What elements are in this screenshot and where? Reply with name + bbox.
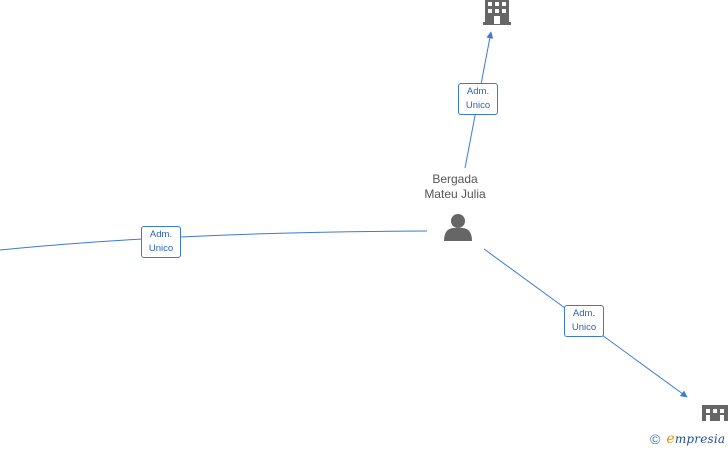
edge-line-left bbox=[0, 230, 428, 251]
edge-label-line1: Adm. bbox=[466, 86, 490, 97]
brand-logo: empresia bbox=[666, 431, 725, 447]
copyright-icon: © bbox=[650, 431, 661, 447]
edge-label-bottom-right: Adm. Unico bbox=[564, 305, 604, 337]
person-name[interactable]: Bergada Mateu Julia bbox=[405, 172, 505, 202]
brand-initial: e bbox=[666, 431, 675, 447]
person-name-line1: Bergada bbox=[432, 172, 478, 186]
brand-name-rest: mpresia bbox=[674, 432, 726, 446]
building-icon[interactable] bbox=[483, 0, 511, 25]
person-icon[interactable] bbox=[444, 214, 472, 241]
person-name-line2: Mateu Julia bbox=[424, 187, 486, 201]
edge-label-line1: Adm. bbox=[149, 229, 173, 240]
edge-label-left: Adm. Unico bbox=[141, 226, 181, 258]
brand-watermark: © empresia bbox=[650, 430, 725, 448]
edge-label-line2: Unico bbox=[465, 100, 491, 111]
building-icon[interactable] bbox=[702, 405, 728, 421]
edge-label-line1: Adm. bbox=[572, 308, 596, 319]
edge-label-top: Adm. Unico bbox=[458, 83, 498, 115]
edge-label-line2: Unico bbox=[148, 243, 174, 254]
edge-label-line2: Unico bbox=[571, 322, 597, 333]
